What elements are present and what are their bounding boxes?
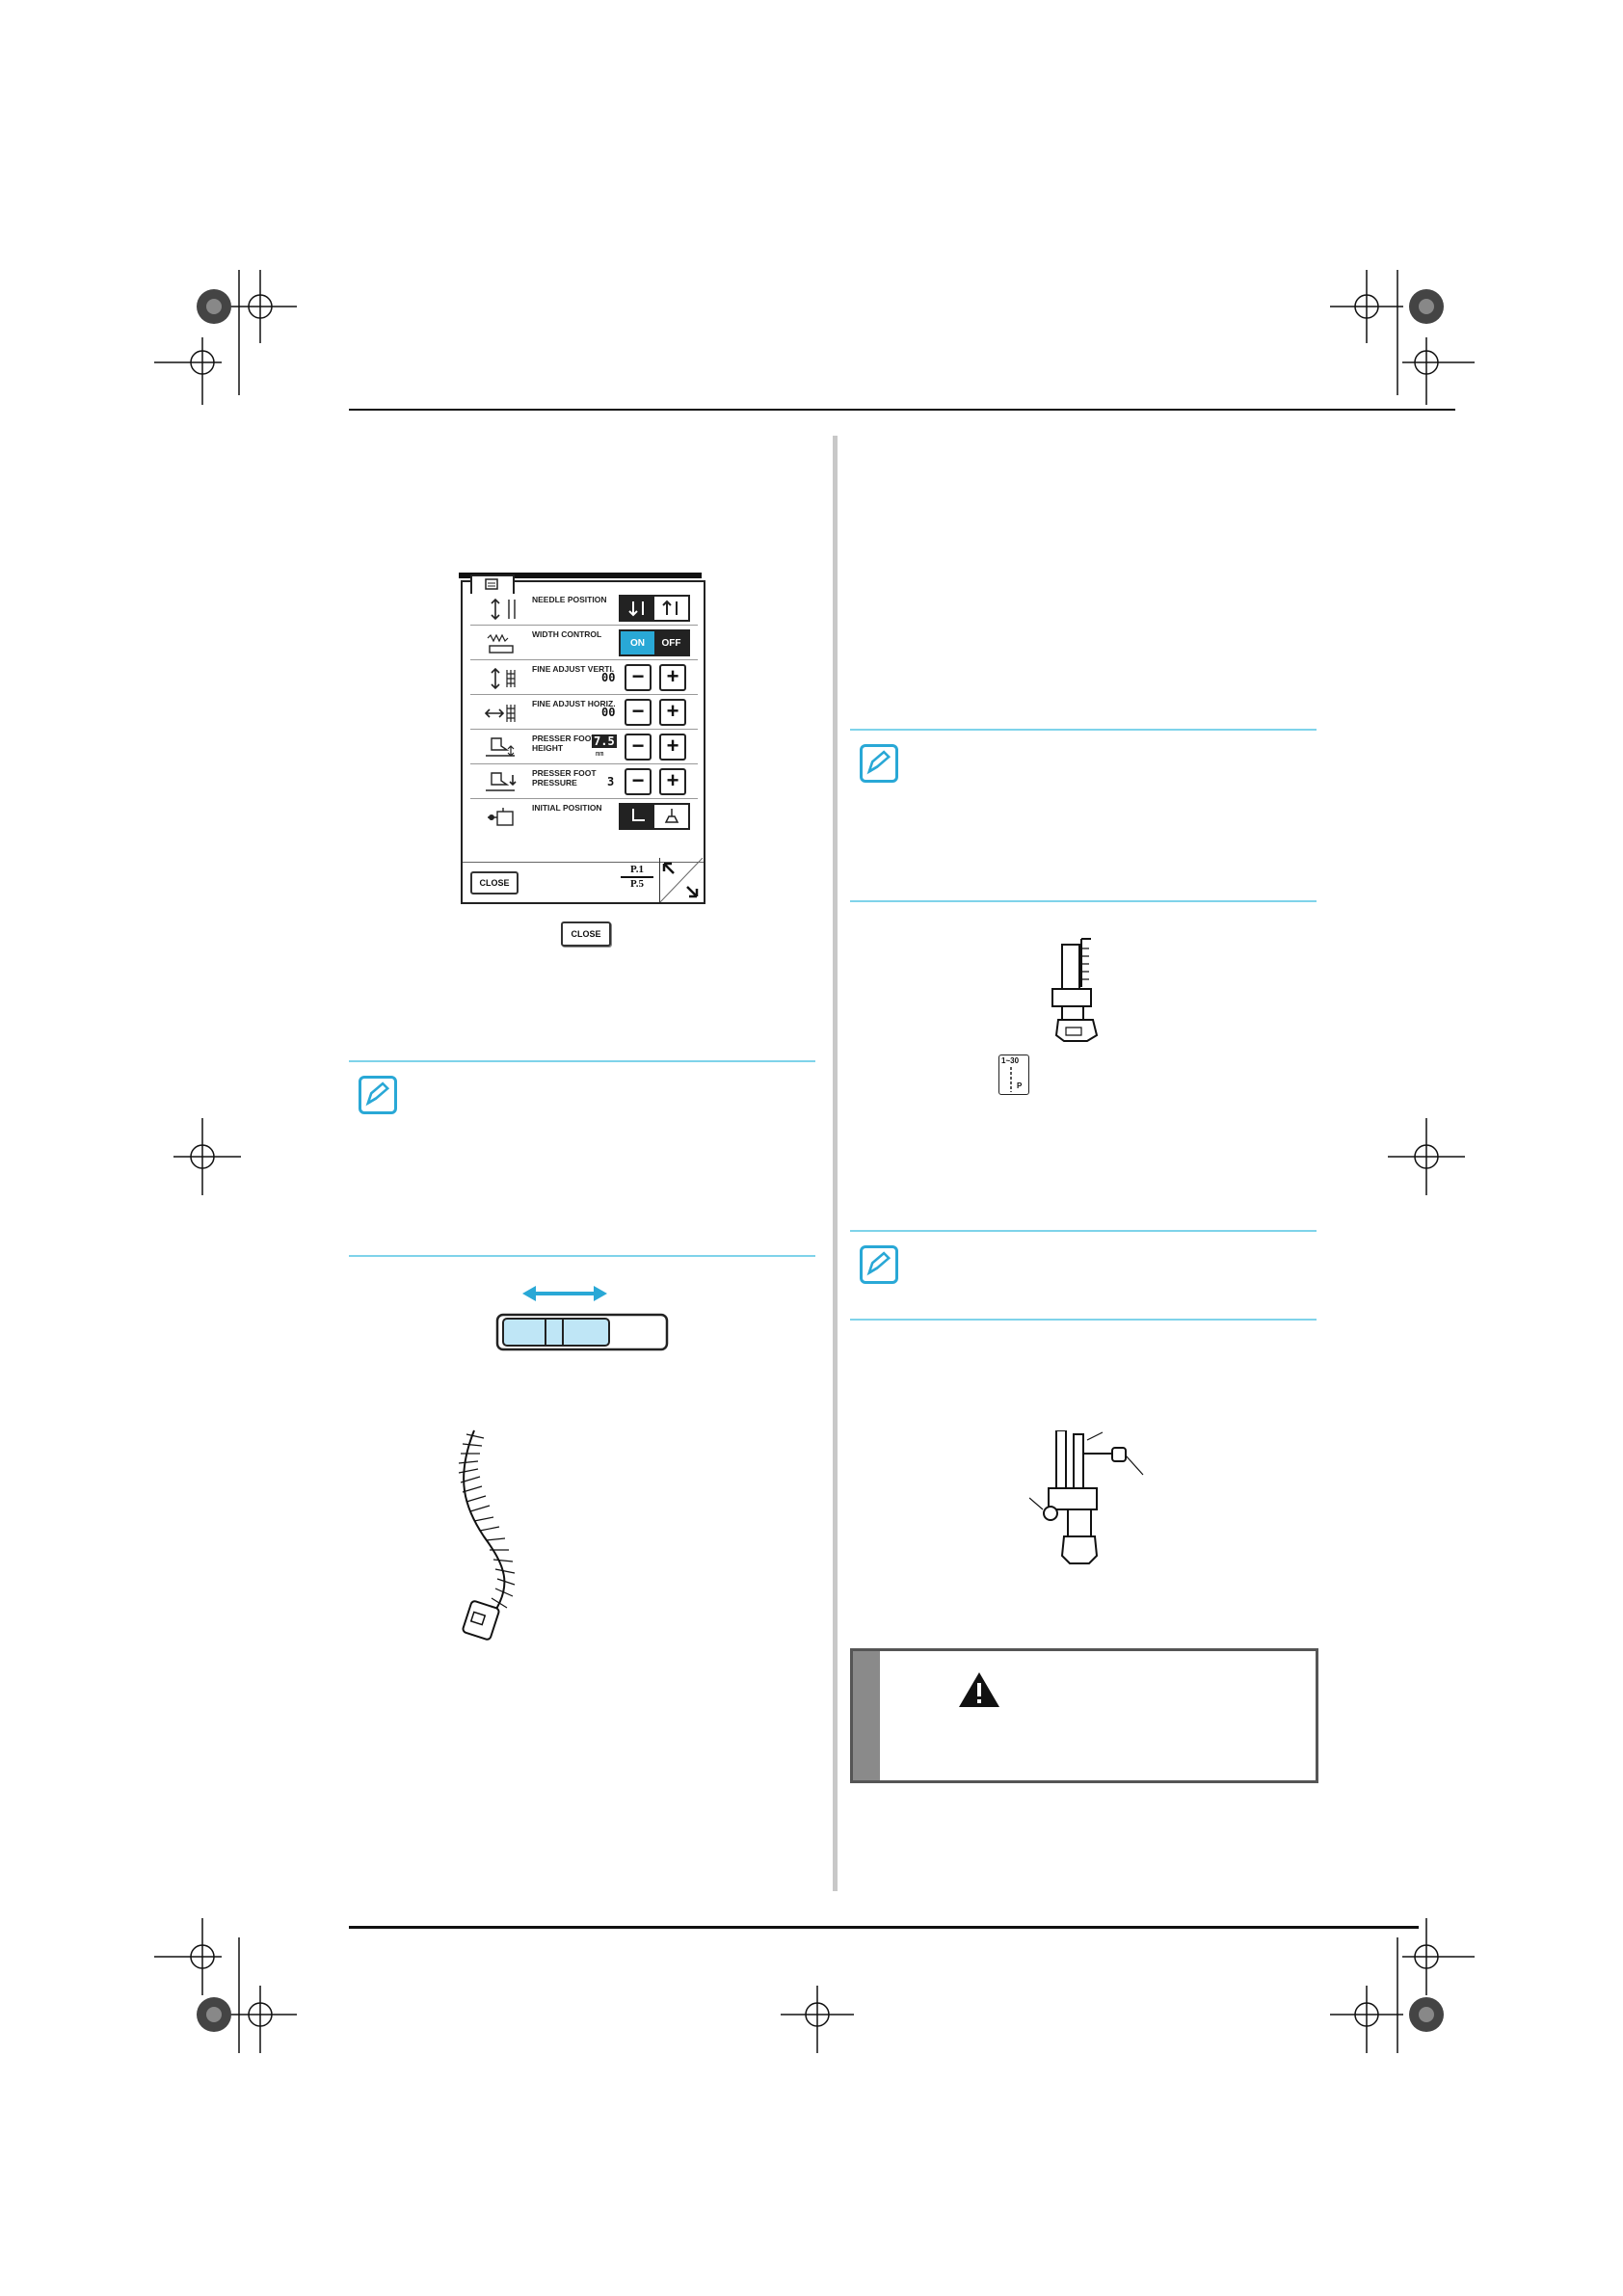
width-slider-diagram [495,1286,669,1351]
initial-position-option-2[interactable] [654,805,688,828]
fine-adjust-verti-label: FINE ADJUST VERTI. [532,664,615,674]
memo-bottom-rule-right-1 [850,900,1317,902]
row-width-control: WIDTH CONTROL ON OFF [470,627,698,660]
settings-page-icon [485,578,498,590]
needle-down-option[interactable] [621,597,654,620]
caution-side-bar [853,1651,880,1780]
foot-down-icon [631,809,645,821]
presser-foot-height-icon [486,737,515,757]
fine-adjust-horiz-value: 00 [601,706,616,719]
fine-adjust-vertical-icon [491,667,516,690]
initial-position-label: INITIAL POSITION [532,803,602,813]
footer-rule [349,1926,1419,1929]
fine-adjust-verti-minus-button[interactable]: − [625,664,652,691]
presser-foot-pressure-value: 3 [607,775,615,788]
presser-foot-pressure-icon [486,772,517,791]
memo-pencil-icon-right-2 [860,1245,898,1284]
memo-top-rule-right-2 [850,1230,1317,1232]
page-current: P.1 [621,864,653,878]
stitch-range: 1~30 [1001,1056,1020,1065]
column-separator [833,436,838,1891]
page-turn-arrows-icon [659,857,704,903]
width-control-toggle[interactable]: ON OFF [619,629,690,656]
page-total: P.5 [630,878,644,890]
fine-adjust-verti-plus-button[interactable]: + [659,664,686,691]
memo-top-rule-right-1 [850,729,1317,731]
row-presser-foot-pressure: PRESSER FOOT PRESSURE 3 − + [470,765,698,799]
stitch-selector-badge: 1~30 P [998,1055,1029,1095]
memo-bottom-rule-left [349,1255,815,1257]
row-fine-adjust-verti: FINE ADJUST VERTI. 00 − + [470,661,698,695]
presser-foot-height-value: 7.5 [592,734,617,748]
screen-tab[interactable] [470,574,515,594]
presser-foot-pressure-label: PRESSER FOOT PRESSURE [532,768,597,788]
memo-pencil-icon [359,1076,397,1114]
lcd-close-button[interactable]: CLOSE [470,871,519,894]
presser-foot-height-minus-button[interactable]: − [625,734,652,761]
memo-pencil-icon-right-1 [860,744,898,783]
width-control-label: WIDTH CONTROL [532,629,602,639]
presser-foot-pressure-plus-button[interactable]: + [659,768,686,795]
row-initial-position: INITIAL POSITION [470,800,698,833]
fine-adjust-horiz-plus-button[interactable]: + [659,699,686,726]
fine-adjust-horizontal-icon [484,705,516,722]
page-turn-button[interactable] [659,857,704,903]
curved-stitch-illustration [458,1429,516,1641]
settings-screen: NEEDLE POSITION WIDTH CONTROL ON OFF FIN… [459,573,705,904]
fine-adjust-horiz-label: FINE ADJUST HORIZ. [532,699,616,708]
stitch-letter: P [1017,1081,1023,1090]
caution-box [850,1648,1318,1783]
initial-position-toggle[interactable] [619,803,690,830]
page-indicator: P.1 P.5 [621,864,653,891]
presser-foot-height-label: PRESSER FOOT HEIGHT [532,734,597,753]
close-key-button[interactable]: CLOSE [561,921,611,947]
presser-foot-height-plus-button[interactable]: + [659,734,686,761]
row-needle-position: NEEDLE POSITION [470,592,698,626]
initial-position-option-1[interactable] [621,805,654,828]
presser-foot-height-unit: mm [596,750,604,758]
fine-adjust-verti-value: 00 [601,671,616,684]
straight-stitch-icon [1010,1067,1012,1092]
presser-foot-screw-illustration [1029,1430,1144,1564]
needle-up-icon [661,600,678,615]
width-control-on[interactable]: ON [621,631,654,654]
initial-position-icon [488,808,514,826]
warning-triangle-icon [959,1672,999,1707]
fine-adjust-horiz-minus-button[interactable]: − [625,699,652,726]
memo-bottom-rule-right-2 [850,1319,1317,1321]
width-control-icon [487,633,514,654]
needle-up-option[interactable] [654,597,688,620]
rows-bottom-rule [463,862,704,863]
needle-down-icon [627,601,644,617]
needle-position-icon [491,598,516,621]
row-fine-adjust-horiz: FINE ADJUST HORIZ. 00 − + [470,696,698,730]
presser-foot-illustration [1051,938,1099,1042]
header-rule [349,409,1455,411]
foot-up-icon [664,809,678,823]
presser-foot-pressure-minus-button[interactable]: − [625,768,652,795]
row-presser-foot-height: PRESSER FOOT HEIGHT 7.5 mm − + [470,731,698,764]
screen-tab-bar [459,573,702,578]
memo-top-rule-left [349,1060,815,1062]
needle-position-toggle[interactable] [619,595,690,622]
width-control-off[interactable]: OFF [654,631,688,654]
needle-position-label: NEEDLE POSITION [532,595,607,604]
